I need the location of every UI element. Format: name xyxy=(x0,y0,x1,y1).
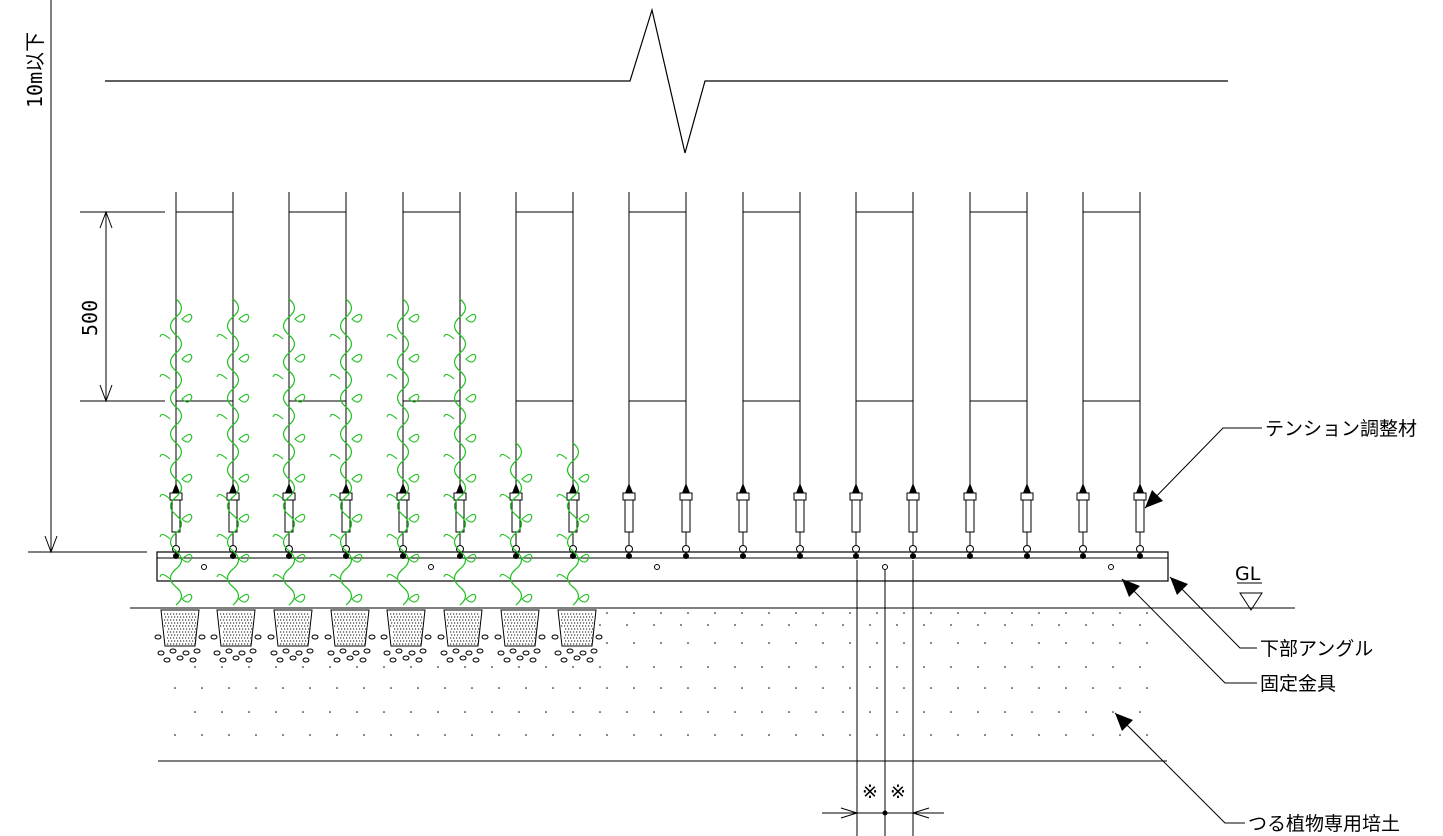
planter-pot xyxy=(267,609,319,663)
planter-pot xyxy=(494,609,546,663)
tension-adjuster xyxy=(396,483,410,559)
tension-adjuster xyxy=(1076,483,1090,559)
soil-area xyxy=(158,612,1167,762)
gap-mark-right: ※ xyxy=(890,781,906,803)
vine xyxy=(556,442,590,606)
callout-soil-label: つる植物専用培土 xyxy=(1248,813,1400,835)
vine xyxy=(159,298,193,606)
callout-angle-label: 下部アングル xyxy=(1260,638,1373,660)
tension-adjuster xyxy=(453,483,467,559)
tension-adjuster xyxy=(1133,483,1147,559)
callout-bracket: 固定金具 xyxy=(1121,578,1336,695)
tension-adjuster xyxy=(849,483,863,559)
tension-adjuster xyxy=(736,483,750,559)
bolt-hole xyxy=(201,564,207,570)
callout-tension: テンション調整材 xyxy=(1144,418,1417,509)
callout-angle: 下部アングル xyxy=(1169,576,1373,660)
tension-adjuster xyxy=(963,483,977,559)
bracket-dimension: ※ ※ xyxy=(822,560,944,836)
overall-height-dimension: 10m以下 xyxy=(23,0,147,554)
overall-height-label: 10m以下 xyxy=(23,32,47,108)
tension-adjuster xyxy=(566,483,580,559)
planter-pot xyxy=(210,609,262,663)
cable-frame xyxy=(1082,192,1141,485)
tension-adjuster xyxy=(622,483,636,559)
break-line xyxy=(105,7,1228,154)
tension-adjuster xyxy=(339,483,353,559)
bolt-hole xyxy=(428,564,434,570)
tension-adjuster xyxy=(679,483,693,559)
tension-adjuster xyxy=(282,483,296,559)
tension-adjuster xyxy=(793,483,807,559)
cable-frame xyxy=(175,192,234,485)
tension-adjuster xyxy=(1020,483,1034,559)
tension-adjuster xyxy=(226,483,240,559)
ground-level: GL xyxy=(130,563,1295,611)
tension-adjuster xyxy=(906,483,920,559)
cable-frame xyxy=(855,192,914,485)
spacing-dimension: 500 xyxy=(78,210,165,403)
planter-pot xyxy=(437,609,489,663)
cable-frame xyxy=(628,192,687,485)
bolt-hole xyxy=(882,564,888,570)
planter-pot xyxy=(324,609,376,663)
vine xyxy=(329,298,363,606)
tension-adjuster xyxy=(169,483,183,559)
spacing-label: 500 xyxy=(78,300,102,336)
callout-bracket-label: 固定金具 xyxy=(1260,673,1336,695)
planter-pots xyxy=(154,609,603,663)
tension-adjusters xyxy=(169,483,1147,559)
planter-pot xyxy=(551,609,603,663)
cable-frame xyxy=(969,192,1028,485)
vine xyxy=(499,442,533,606)
callout-soil: つる植物専用培土 xyxy=(1114,712,1400,835)
cable-frames xyxy=(175,192,1141,485)
cable-frame xyxy=(288,192,347,485)
vine xyxy=(272,298,306,606)
ground-level-label: GL xyxy=(1235,563,1261,585)
planter-pot xyxy=(380,609,432,663)
bolt-hole xyxy=(654,564,660,570)
callout-tension-label: テンション調整材 xyxy=(1265,418,1417,440)
gap-mark-left: ※ xyxy=(862,781,878,803)
cable-frame xyxy=(742,192,801,485)
lower-angle-bar xyxy=(156,551,1169,582)
cable-frame xyxy=(515,192,574,485)
planter-pot xyxy=(154,609,206,663)
climbing-vines xyxy=(159,298,590,606)
bolt-hole xyxy=(1108,564,1114,570)
vine xyxy=(443,298,477,606)
vine xyxy=(386,298,420,606)
tension-adjuster xyxy=(509,483,523,559)
vine xyxy=(216,298,250,606)
